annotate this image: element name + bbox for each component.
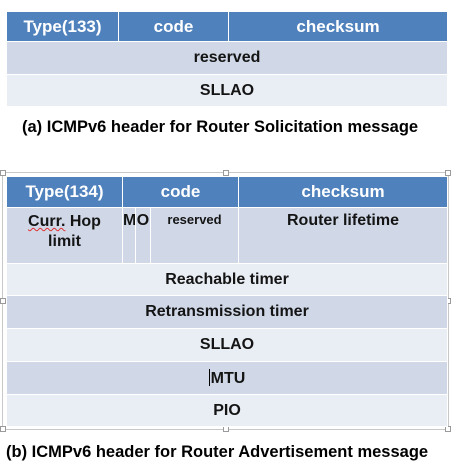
frame-handle	[0, 298, 6, 304]
frame-handle	[445, 170, 451, 176]
ra-pio-field: PIO	[6, 394, 448, 427]
curr-word: Curr.	[28, 213, 66, 230]
caption-router-advertisement: (b) ICMPv6 header for Router Advertiseme…	[6, 443, 429, 461]
rs-sllao-field: SLLAO	[6, 74, 448, 107]
rs-code-field: code	[118, 11, 229, 42]
router-solicitation-header-table: Type(133) code checksum reserved SLLAO	[6, 11, 448, 107]
caption-router-solicitation: (a) ICMPv6 header for Router Solicitatio…	[22, 118, 419, 136]
ra-router-lifetime-field: Router lifetime	[238, 207, 448, 264]
ra-reachable-timer-field: Reachable timer	[6, 263, 448, 296]
hop-word: Hop	[65, 213, 101, 230]
ra-code-field: code	[122, 176, 239, 208]
limit-word: limit	[48, 233, 81, 250]
router-advertisement-selection-frame	[0, 170, 451, 432]
text-cursor	[208, 368, 210, 386]
rs-checksum-field: checksum	[228, 11, 448, 42]
router-advertisement-header-table: Type(134) code checksum Curr. Hop limit …	[6, 176, 448, 427]
ra-o-flag-field: O	[135, 207, 151, 264]
ra-mtu-field[interactable]: MTU	[6, 361, 448, 395]
ra-retransmission-timer-field: Retransmission timer	[6, 295, 448, 329]
ra-type-field: Type(134)	[6, 176, 123, 208]
ra-curr-hop-limit-field: Curr. Hop limit	[6, 207, 123, 264]
frame-handle	[223, 426, 229, 432]
rs-reserved-field: reserved	[6, 41, 448, 75]
ra-mtu-label: MTU	[210, 369, 246, 387]
frame-handle	[223, 170, 229, 176]
ra-checksum-field: checksum	[238, 176, 448, 208]
frame-handle	[0, 170, 6, 176]
rs-type-field: Type(133)	[6, 11, 119, 42]
ra-sllao-field: SLLAO	[6, 328, 448, 362]
frame-handle	[445, 426, 451, 432]
ra-m-flag-field: M	[122, 207, 136, 264]
frame-handle	[0, 426, 6, 432]
ra-reserved-field: reserved	[150, 207, 239, 264]
